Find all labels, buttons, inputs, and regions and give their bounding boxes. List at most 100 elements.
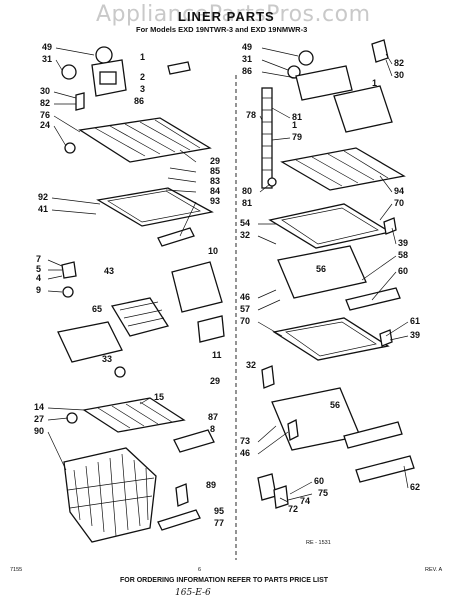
label-46b: 46 bbox=[240, 448, 250, 458]
light-socket bbox=[61, 64, 77, 80]
glass-shelf-trim bbox=[107, 190, 201, 223]
drawer-rail-62 bbox=[355, 455, 415, 483]
label-82-right: 82 bbox=[394, 58, 404, 68]
label-49: 49 bbox=[42, 42, 52, 52]
label-79: 79 bbox=[292, 132, 302, 142]
label-80: 80 bbox=[242, 186, 252, 196]
page-number: 6 bbox=[198, 567, 202, 573]
hinge-bracket bbox=[61, 261, 77, 279]
label-65: 65 bbox=[92, 304, 102, 314]
label-9: 9 bbox=[36, 285, 41, 295]
bin-clip bbox=[197, 315, 225, 343]
label-93: 93 bbox=[210, 196, 220, 206]
label-76: 76 bbox=[40, 110, 50, 120]
label-32b: 32 bbox=[246, 360, 256, 370]
label-77: 77 bbox=[214, 518, 224, 528]
glass-shelf-right-lower bbox=[272, 317, 390, 361]
label-5: 5 bbox=[36, 264, 41, 274]
label-86-right: 86 bbox=[242, 66, 252, 76]
label-82: 82 bbox=[40, 98, 50, 108]
leader-lines bbox=[47, 47, 409, 503]
model-subtitle: For Models EXD 19NTWR-3 and EXD 19NMWR-3 bbox=[136, 25, 308, 34]
revision: REV. A bbox=[425, 567, 443, 573]
right-shelf-wires bbox=[295, 150, 389, 187]
bracket-part bbox=[167, 61, 191, 75]
slide-rail bbox=[173, 429, 215, 453]
label-86: 86 bbox=[134, 96, 144, 106]
shelf-ladder-rail bbox=[261, 87, 273, 189]
label-24: 24 bbox=[40, 120, 50, 130]
ladder-slots bbox=[262, 97, 272, 171]
shelf-wires bbox=[94, 119, 201, 157]
label-1-right: 1 bbox=[292, 120, 297, 130]
label-46: 46 bbox=[240, 292, 250, 302]
ice-bucket bbox=[171, 261, 223, 313]
label-81: 81 bbox=[292, 112, 302, 122]
lower-shelf-wires bbox=[97, 401, 173, 429]
freezer-bin bbox=[333, 85, 393, 133]
label-90: 90 bbox=[34, 426, 44, 436]
label-15: 15 bbox=[154, 392, 164, 402]
label-58: 58 bbox=[398, 250, 408, 260]
label-57: 57 bbox=[240, 304, 250, 314]
label-8: 8 bbox=[210, 424, 215, 434]
diagram-title: LINER PARTS bbox=[178, 9, 275, 24]
label-84: 84 bbox=[210, 186, 220, 196]
label-33: 33 bbox=[102, 354, 112, 364]
label-11: 11 bbox=[212, 350, 222, 360]
label-31-right: 31 bbox=[242, 54, 252, 64]
basket-slide bbox=[157, 509, 201, 531]
drawer-stop bbox=[261, 365, 275, 389]
label-43: 43 bbox=[104, 266, 114, 276]
label-32: 32 bbox=[240, 230, 250, 240]
basket-rings bbox=[67, 477, 155, 509]
label-49-right: 49 bbox=[242, 42, 252, 52]
label-70: 70 bbox=[394, 198, 404, 208]
label-30: 30 bbox=[40, 86, 50, 96]
label-29: 29 bbox=[210, 156, 220, 166]
doc-code: 7155 bbox=[10, 567, 23, 573]
label-75: 75 bbox=[318, 488, 328, 498]
label-94: 94 bbox=[394, 186, 404, 196]
ice-tray-cells bbox=[119, 301, 165, 327]
label-92: 92 bbox=[38, 192, 48, 202]
hinge-cover bbox=[273, 485, 289, 509]
basket-wires bbox=[73, 453, 149, 537]
label-60b: 60 bbox=[314, 476, 324, 486]
label-29b: 29 bbox=[210, 376, 220, 386]
label-56: 56 bbox=[316, 264, 326, 274]
label-27: 27 bbox=[34, 414, 44, 424]
label-62: 62 bbox=[410, 482, 420, 492]
wire-shelf-upper-left bbox=[78, 117, 212, 163]
drawer-slide-lower bbox=[343, 421, 403, 449]
ordering-info: FOR ORDERING INFORMATION REFER TO PARTS … bbox=[120, 577, 329, 584]
label-41: 41 bbox=[38, 204, 48, 214]
light-bulb-right bbox=[298, 50, 314, 66]
watermark: AppliancePartsPros.com bbox=[96, 2, 371, 27]
rail-bracket bbox=[175, 483, 189, 507]
roller-46 bbox=[287, 419, 299, 441]
dairy-bin bbox=[57, 321, 123, 363]
label-30-right: 30 bbox=[394, 70, 404, 80]
label-95: 95 bbox=[214, 506, 224, 516]
label-60: 60 bbox=[398, 266, 408, 276]
label-89: 89 bbox=[206, 480, 216, 490]
label-4: 4 bbox=[36, 273, 41, 283]
thermostat-clip bbox=[75, 92, 85, 111]
label-81b: 81 bbox=[242, 198, 252, 208]
shelf-rail bbox=[157, 227, 195, 247]
crisper-drawer-upper bbox=[277, 245, 367, 299]
label-14: 14 bbox=[34, 402, 44, 412]
glass-trim-lower bbox=[285, 321, 377, 357]
label-78: 78 bbox=[246, 110, 256, 120]
label-83: 83 bbox=[210, 176, 220, 186]
label-72: 72 bbox=[288, 504, 298, 514]
label-56b: 56 bbox=[330, 400, 340, 410]
clip-39 bbox=[383, 217, 397, 235]
label-54: 54 bbox=[240, 218, 250, 228]
wire-basket bbox=[63, 447, 157, 543]
glass-trim-upper bbox=[281, 207, 379, 245]
label-61: 61 bbox=[410, 316, 420, 326]
label-70b: 70 bbox=[240, 316, 250, 326]
